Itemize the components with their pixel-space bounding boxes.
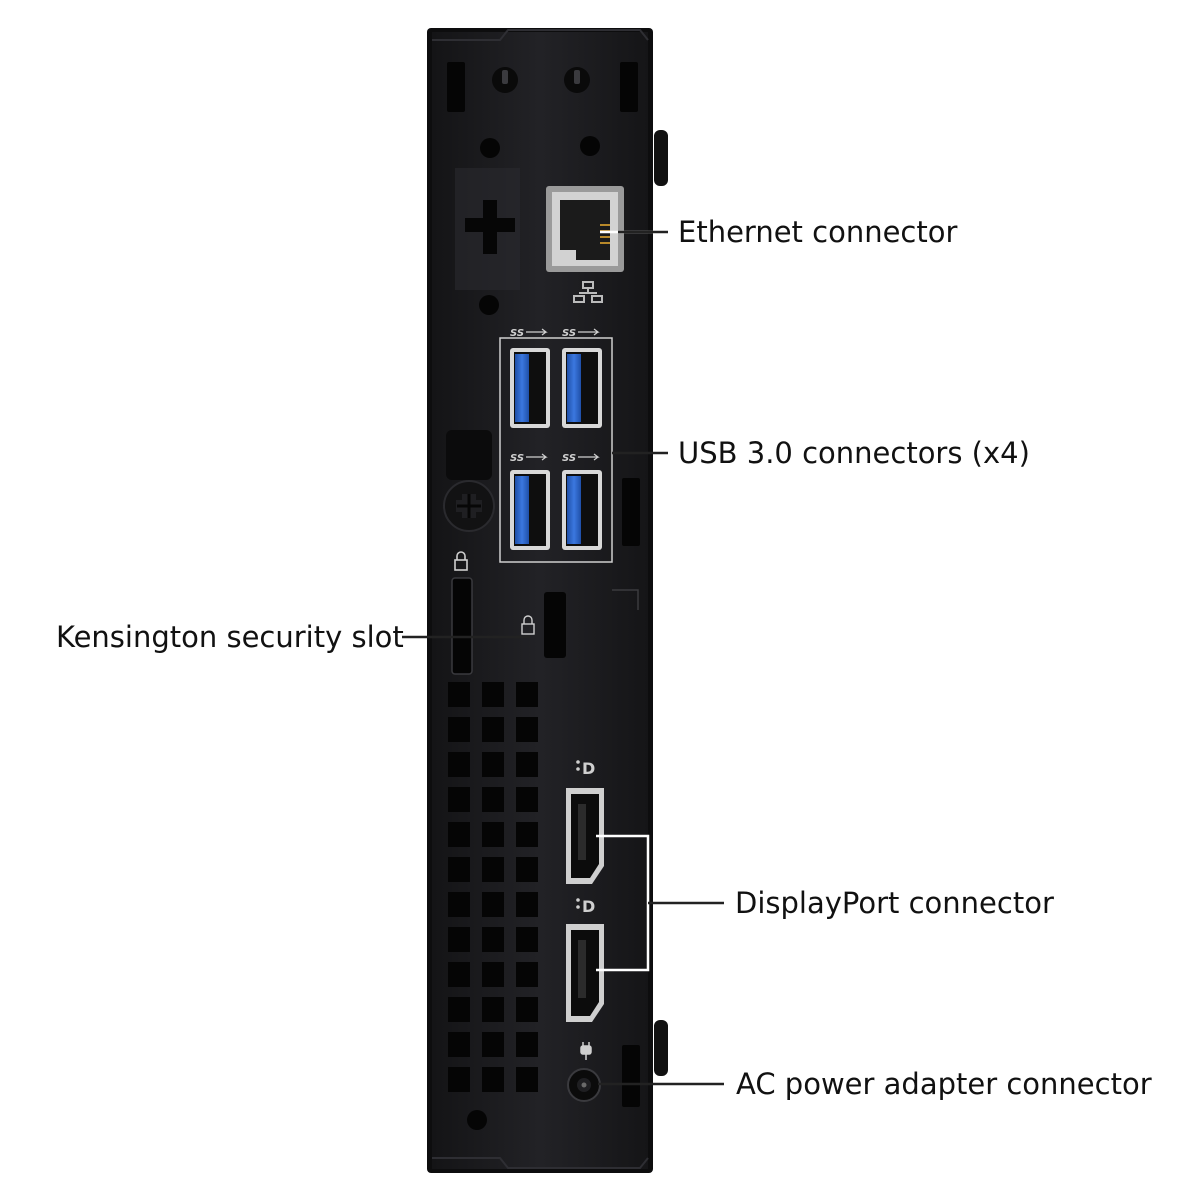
usb-port-group: SS SS SS SS <box>499 328 613 563</box>
kensington-icon <box>521 615 535 635</box>
displayport-connector: D <box>566 759 604 884</box>
power-label: AC power adapter connector <box>736 1067 1152 1101</box>
expansion-panel <box>455 168 520 315</box>
usb-ss-icon: SS <box>510 453 524 464</box>
usb-ss-icon: SS <box>510 328 524 339</box>
power-plug-icon <box>580 1042 592 1060</box>
svg-text:D: D <box>582 759 595 778</box>
displayport-label: DisplayPort connector <box>735 886 1054 920</box>
network-icon <box>573 281 603 303</box>
plus-cutout-icon <box>465 200 515 254</box>
displayport-icon: D <box>576 759 595 778</box>
displayport-icon: D <box>576 897 595 916</box>
side-vent-slot <box>622 478 640 546</box>
kensington-label: Kensington security slot <box>56 620 404 654</box>
ethernet-port <box>546 186 624 303</box>
ethernet-label: Ethernet connector <box>678 215 958 249</box>
padlock-loop <box>451 577 473 675</box>
usb-ss-icon: SS <box>562 453 576 464</box>
top-mounting-slots <box>447 62 638 158</box>
svg-text:D: D <box>582 897 595 916</box>
side-vent-slot <box>622 1045 640 1107</box>
kensington-slot <box>521 592 566 658</box>
usb-label: USB 3.0 connectors (x4) <box>678 436 1030 470</box>
thumb-screw <box>443 430 495 532</box>
usb-port <box>562 470 602 550</box>
vent-grid <box>448 682 538 1092</box>
lock-icon <box>454 551 468 571</box>
bottom-screw-hole <box>467 1110 487 1130</box>
usb-port <box>562 348 602 428</box>
displayport-connector: D <box>566 897 604 1022</box>
usb-port <box>510 348 550 428</box>
leader-lines <box>402 230 724 1086</box>
power-connector <box>567 1042 601 1102</box>
usb-port <box>510 470 550 550</box>
usb-ss-icon: SS <box>562 328 576 339</box>
